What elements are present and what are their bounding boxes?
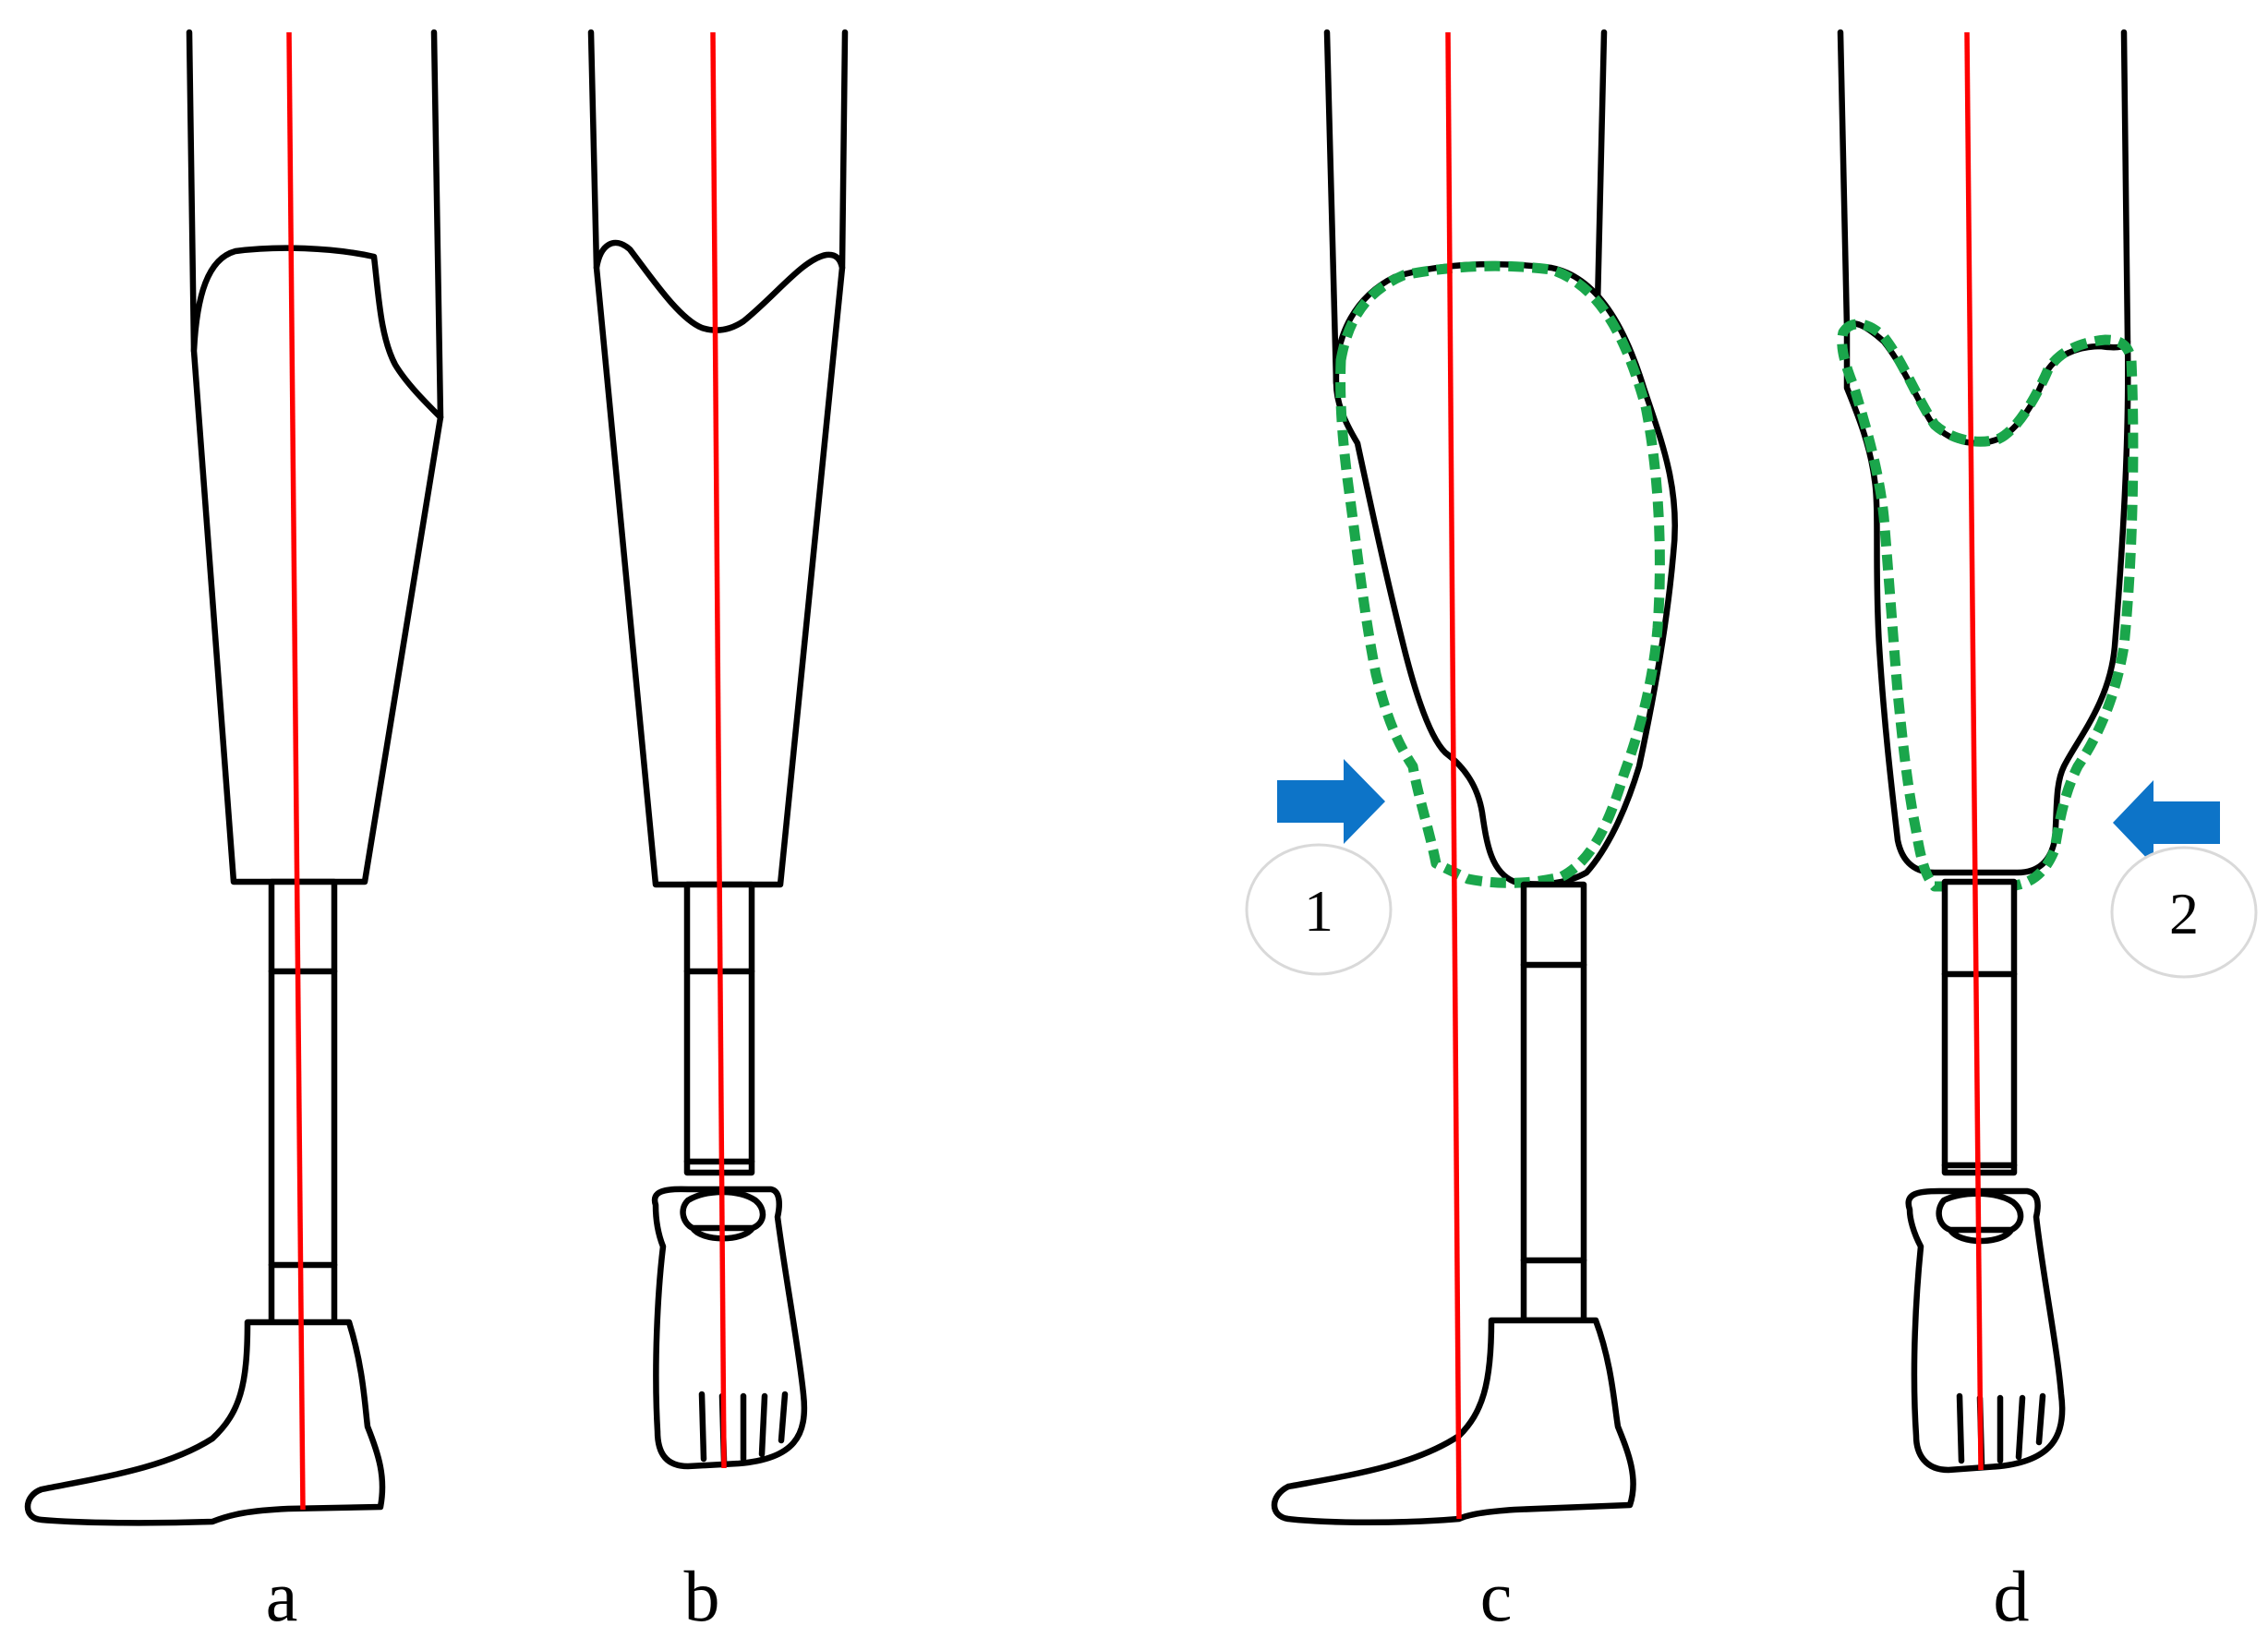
foot-a: [24, 1319, 386, 1526]
panel-a: [24, 29, 444, 1526]
panel-caption-b: b: [684, 1556, 720, 1636]
force-arrow-left-icon: [2113, 780, 2220, 865]
panel-d: 2: [1837, 29, 2258, 1474]
panel-c: 1: [1245, 29, 1679, 1525]
pylon-c: [1520, 881, 1587, 1324]
socket-d: [1843, 320, 2131, 876]
marker-circle-1: [1245, 843, 1393, 976]
force-arrow-right-icon: [1277, 759, 1385, 844]
load-line-d: [1964, 31, 1984, 1471]
panel-b: [587, 29, 849, 1470]
foot-c: [1271, 1317, 1636, 1525]
socket-a: [190, 245, 444, 885]
load-line-a: [286, 31, 306, 1511]
pylon-ring-c: [1520, 961, 1587, 1264]
marker-label-2: 2: [2169, 881, 2199, 946]
thigh-outline-b: [587, 29, 849, 271]
thigh-outline-d: [1837, 29, 2131, 345]
load-line-c: [1445, 31, 1462, 1520]
load-line-b: [710, 31, 727, 1469]
socket-contour-d: [1837, 319, 2139, 892]
panel-caption-a: a: [266, 1556, 298, 1636]
thigh-outline-c: [1323, 29, 1608, 387]
thigh-outline-a: [186, 29, 444, 421]
socket-c: [1333, 260, 1679, 887]
panel-caption-c: c: [1480, 1556, 1513, 1636]
marker-label-1: 1: [1304, 878, 1333, 944]
panel-caption-d: d: [1994, 1556, 2030, 1636]
marker-circle-2: [2110, 846, 2258, 979]
